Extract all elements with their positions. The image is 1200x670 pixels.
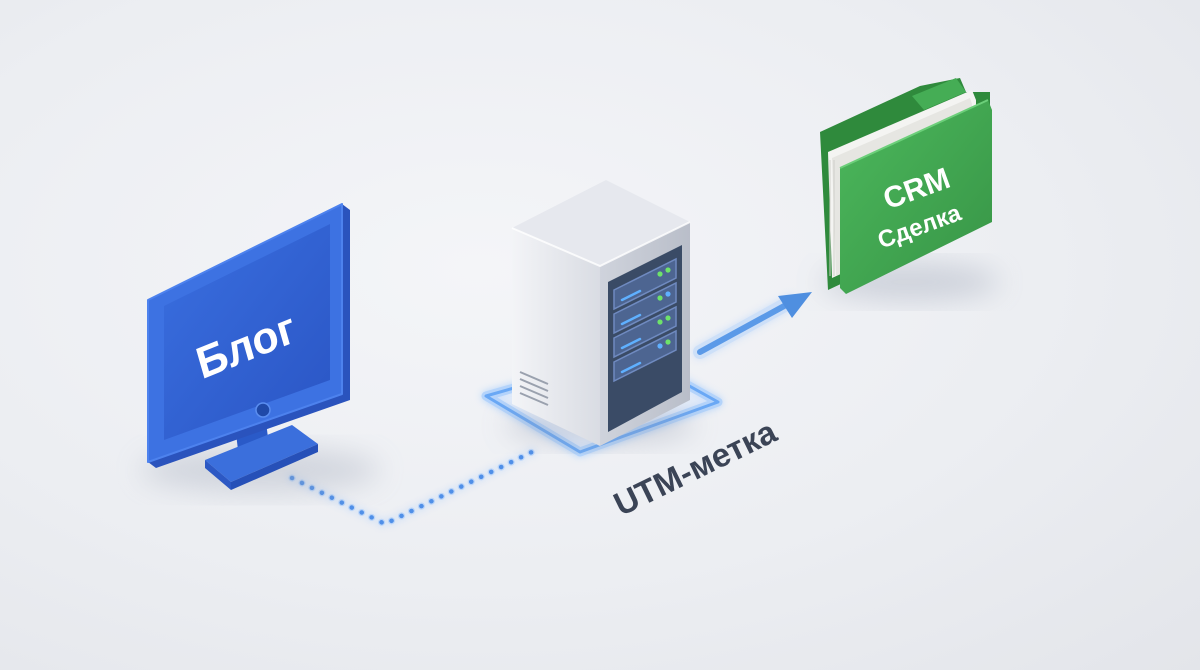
arrow-connector <box>693 292 812 359</box>
monitor-screen <box>164 224 330 440</box>
server-vent <box>519 371 549 406</box>
crm-folder: CRM Сделка <box>820 78 1000 300</box>
dotted-connector <box>288 444 544 528</box>
monitor-base <box>205 425 318 482</box>
server-status-lights <box>657 267 671 349</box>
folder-front <box>840 100 992 294</box>
folder-tab <box>912 78 966 110</box>
server <box>481 180 723 457</box>
blog-monitor: Блог <box>140 203 380 492</box>
arrow-head <box>778 292 812 318</box>
power-button-icon <box>255 402 271 418</box>
server-rack-units <box>613 257 677 383</box>
